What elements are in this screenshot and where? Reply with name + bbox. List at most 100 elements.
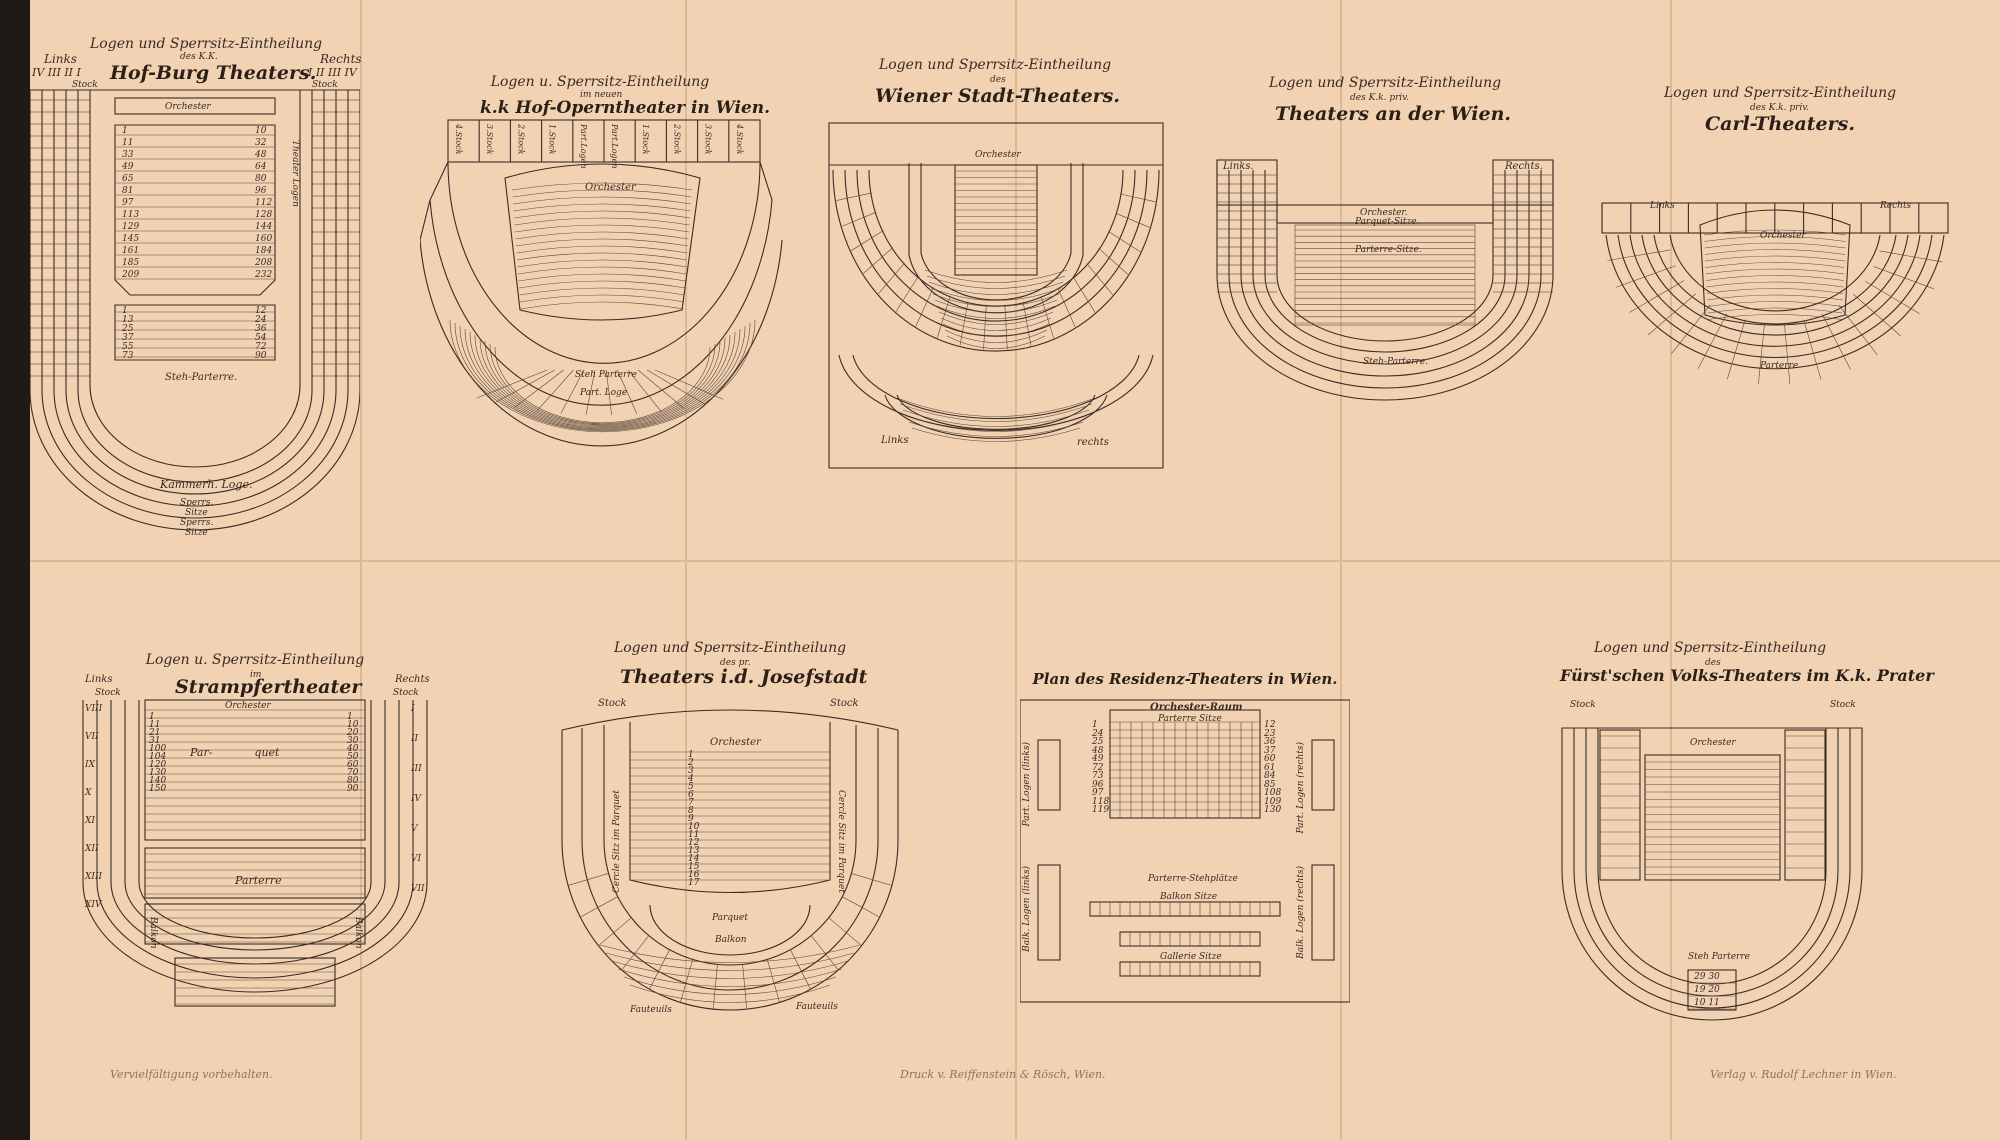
plan-arc <box>512 189 692 198</box>
plan-title: Theaters i.d. Josefstadt <box>620 666 868 688</box>
plan-arc <box>908 421 1084 437</box>
seat-number: 118 <box>1092 796 1110 807</box>
plan-arc <box>514 217 690 226</box>
seat-number: 109 <box>1264 796 1282 807</box>
seat-number: 13 <box>122 315 134 325</box>
seat-number: 130 <box>1264 805 1282 815</box>
seat-number: 65 <box>122 174 134 184</box>
plan-line <box>585 369 596 415</box>
seat-number: II <box>411 734 419 744</box>
label-kammerloge: Kammerh. Loge. <box>160 478 253 491</box>
label-galerie-sitze: Gallerie Sitze <box>1160 952 1222 962</box>
seat-number: V <box>411 824 418 834</box>
plan-line <box>1697 313 1728 369</box>
label-sperrsitze: Sperrs. <box>180 498 214 508</box>
seat-number: 33 <box>122 150 134 160</box>
label-part-logen-rechts: Part. Logen (rechts) <box>1296 742 1306 834</box>
plan-line <box>580 896 618 918</box>
seat-number: 85 <box>1264 779 1276 790</box>
plan-theater-an-der-wien: Logen und Sperrsitz-Eintheilung des K.k.… <box>1215 75 1555 415</box>
label-orchester-raum: Orchester-Raum <box>1150 702 1243 713</box>
stock-label: Part.Logen <box>610 124 619 169</box>
seat-number: 55 <box>122 342 134 352</box>
label-theater-logen: Theater Logen <box>290 140 300 207</box>
seat-number: 36 <box>1264 737 1276 747</box>
plan-arc <box>924 269 1068 283</box>
plan-arc <box>899 403 1093 422</box>
plan-line <box>568 873 609 886</box>
label-part-logen-links: Part. Logen (links) <box>1022 742 1032 827</box>
seat-number: 232 <box>255 270 273 280</box>
plan-arc <box>518 273 686 282</box>
label-orchester: Orchester <box>585 182 636 193</box>
label-links: Links <box>1650 201 1675 211</box>
label-stock: Stock <box>830 698 859 709</box>
seat-number: 37 <box>1264 745 1276 756</box>
seat-number: 32 <box>255 138 267 148</box>
plan-line <box>627 369 662 412</box>
plan-arc <box>629 984 831 1003</box>
label-steh-parterre: Steh Parterre <box>575 370 637 380</box>
plan-arc <box>513 210 691 219</box>
plan-arc <box>1704 249 1846 255</box>
prater-floorplan <box>1561 727 1863 1021</box>
seat-number: VIII <box>85 704 103 714</box>
seat-number: 145 <box>122 234 140 244</box>
plan-arc <box>515 231 689 240</box>
seat-number: 208 <box>255 258 273 268</box>
seat-number: 84 <box>1264 771 1276 781</box>
seat-number: 12 <box>1264 720 1276 730</box>
plan-arc <box>517 266 687 275</box>
plan-line <box>1108 231 1141 253</box>
plan-line <box>915 287 934 327</box>
plan-arc <box>516 245 688 254</box>
seat-number: 8 <box>688 806 694 816</box>
seat-number: 72 <box>1092 762 1104 773</box>
seat-number: 15 <box>688 862 700 872</box>
plan-line <box>1072 276 1096 313</box>
fold-line <box>30 560 2000 562</box>
plan-line <box>1758 322 1765 385</box>
plan-line <box>637 369 685 409</box>
plan-line <box>1119 193 1156 203</box>
plan-arc <box>469 331 736 429</box>
plan-heading: Logen und Sperrsitz-Eintheilung <box>878 57 1112 73</box>
label-steh-parterre: Steh Parterre <box>1688 952 1750 962</box>
label-stock: Stock <box>72 80 98 90</box>
seat-number: 6 <box>688 790 694 800</box>
plan-line <box>810 935 839 971</box>
label-parquet-sitze: Parquet-Sitze. <box>1355 217 1420 227</box>
plan-arc <box>936 305 1056 319</box>
seat-number: 113 <box>122 210 140 220</box>
seat-number: 72 <box>255 342 267 352</box>
plan-arc <box>623 976 837 995</box>
plan-line <box>712 964 718 1010</box>
label-cercle-sitz: Cercle Sitz im Parquet <box>612 790 622 893</box>
stock-label: 4.Stock <box>734 124 744 155</box>
label-balkon: Balkon <box>353 917 363 949</box>
plan-arc <box>928 281 1064 295</box>
seat-number: 1 <box>347 712 353 722</box>
seat-number: 24 <box>255 315 267 325</box>
seat-number: 23 <box>1264 728 1276 739</box>
plan-arc <box>518 280 686 289</box>
stock-label: 3.Stock <box>703 124 713 155</box>
plan-line <box>1607 249 1671 261</box>
plan-subheading: im neuen <box>580 90 623 100</box>
plan-theater-josefstadt: Logen und Sperrsitz-Eintheilung des pr. … <box>560 640 900 1045</box>
seat-number: 184 <box>255 246 273 256</box>
seat-number: 4 <box>688 774 694 784</box>
plan-arc <box>459 325 746 431</box>
label-links: Links <box>881 435 909 446</box>
plan-line <box>598 917 632 946</box>
oper-floorplan <box>420 119 783 447</box>
plan-arc <box>934 299 1058 313</box>
plan-arc <box>454 322 751 432</box>
plan-arc <box>896 397 1096 417</box>
seat-number: 11 <box>122 138 134 148</box>
label-stock: Stock <box>95 688 121 698</box>
label-roman-left: IV III II I <box>32 66 81 79</box>
label-rechts: Rechts <box>395 674 430 685</box>
label-parterre-stehplaetze: Parterre-Stehplätze <box>1148 874 1238 884</box>
label-steh-parterre: Steh-Parterre. <box>165 372 238 383</box>
